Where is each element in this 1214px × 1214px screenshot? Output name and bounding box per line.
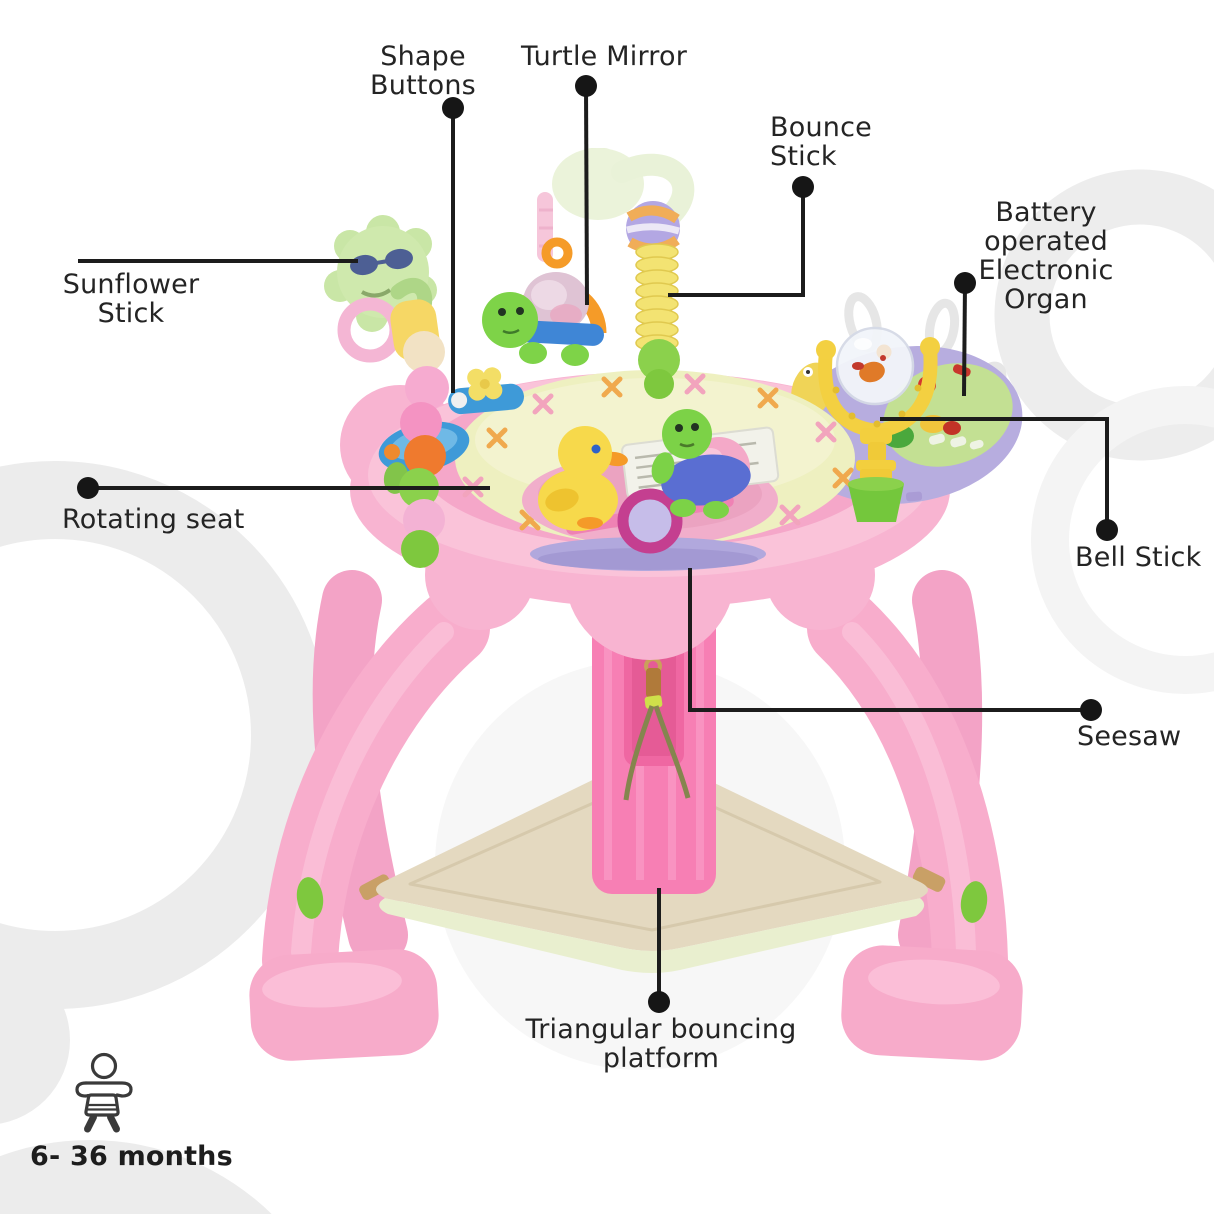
annotation-rotating-seat: Rotating seat — [62, 504, 245, 535]
annotation-bounce-stick: Bounce Stick — [770, 112, 872, 173]
annotation-electronic-organ: Battery operated Electronic Organ — [978, 197, 1114, 316]
annotation-bouncing-platform: Triangular bouncing platform — [525, 1014, 797, 1075]
baby-icon — [75, 1052, 133, 1133]
duck-toy — [538, 426, 628, 531]
annotation-bell-stick: Bell Stick — [1075, 542, 1202, 573]
annotation-shape-buttons: Shape Buttons — [370, 41, 476, 102]
sunflower-stick — [324, 215, 449, 568]
annotation-seesaw: Seesaw — [1077, 721, 1182, 752]
age-range-badge — [70, 1052, 134, 1142]
annotation-turtle-mirror: Turtle Mirror — [520, 41, 688, 72]
callout-lines — [78, 85, 1109, 1002]
callout-dots — [77, 75, 1118, 1013]
turtle-mirror — [482, 148, 695, 366]
bounce-stick — [626, 201, 681, 399]
turtle-toy — [651, 409, 751, 519]
leg-lock-buttons — [296, 877, 988, 923]
age-range-text: 6- 36 months — [30, 1141, 233, 1172]
annotation-sunflower-stick: Sunflower Stick — [62, 269, 200, 330]
bell-stick — [816, 326, 940, 522]
